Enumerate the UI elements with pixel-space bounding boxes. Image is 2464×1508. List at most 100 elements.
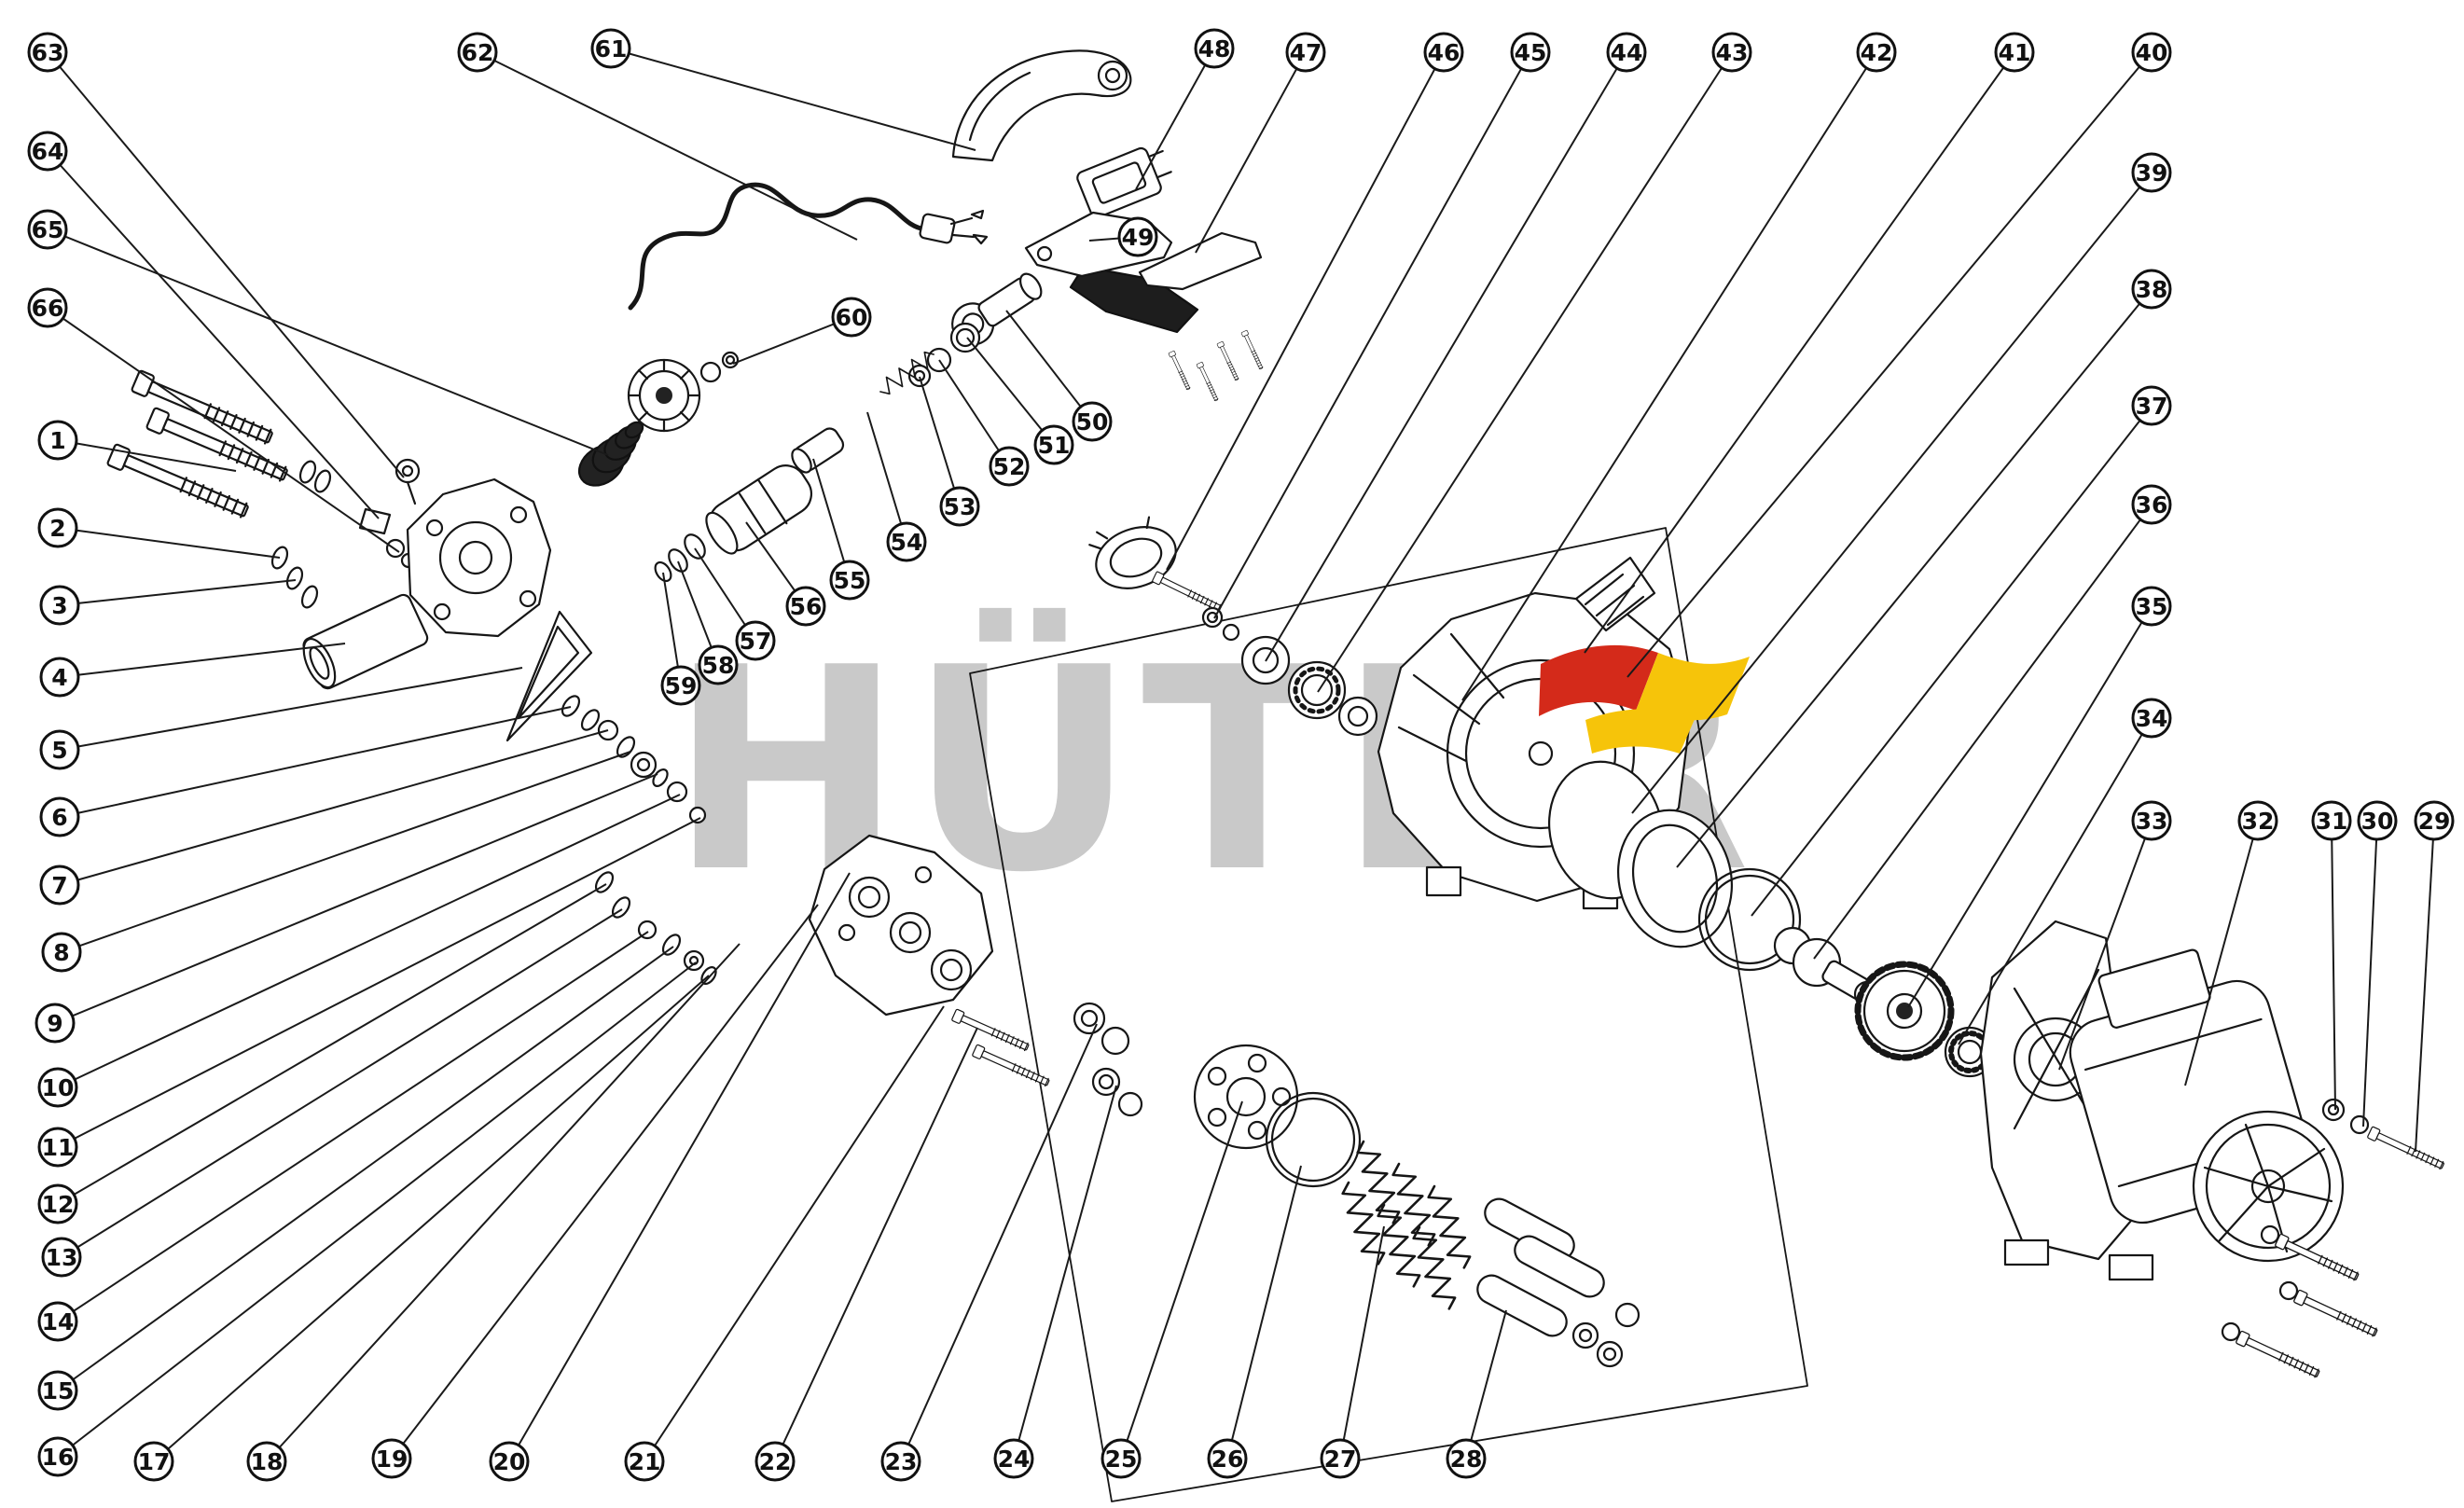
balloon-number-53: 53 — [944, 493, 976, 520]
balloon-24: 24 — [993, 1438, 1034, 1479]
balloon-circle-26 — [1207, 1438, 1248, 1479]
balloon-9: 9 — [35, 1003, 76, 1044]
balloon-number-33: 33 — [2136, 808, 2168, 835]
balloon-number-5: 5 — [51, 737, 67, 764]
balloon-circle-55 — [829, 560, 870, 601]
balloon-circle-3 — [39, 585, 80, 626]
balloon-number-14: 14 — [42, 1308, 75, 1335]
part-cap-washers — [699, 351, 740, 383]
balloon-number-22: 22 — [759, 1448, 792, 1475]
balloon-14: 14 — [37, 1301, 78, 1342]
part-gear — [1854, 961, 1955, 1061]
balloon-number-38: 38 — [2136, 276, 2168, 303]
balloon-13: 13 — [41, 1237, 82, 1278]
leader-line-64 — [47, 150, 380, 519]
balloon-number-13: 13 — [46, 1244, 78, 1271]
balloon-number-56: 56 — [790, 593, 823, 620]
part-output-flange — [1193, 1044, 1299, 1150]
balloon-49: 49 — [1117, 216, 1158, 257]
balloon-7: 7 — [39, 865, 80, 906]
leader-line-26 — [1226, 1165, 1302, 1460]
leader-line-60 — [732, 316, 852, 365]
balloon-circle-19 — [371, 1438, 412, 1479]
leader-line-32 — [2184, 820, 2259, 1086]
balloon-number-17: 17 — [138, 1448, 171, 1475]
leader-line-27 — [1339, 1225, 1385, 1460]
balloon-number-15: 15 — [42, 1377, 75, 1404]
leader-line-9 — [54, 773, 658, 1024]
balloon-16: 16 — [37, 1436, 78, 1477]
balloon-number-63: 63 — [32, 39, 64, 66]
balloon-number-60: 60 — [836, 304, 868, 331]
balloon-circle-9 — [35, 1003, 76, 1044]
balloon-33: 33 — [2131, 800, 2172, 841]
balloon-39: 39 — [2131, 152, 2172, 193]
leader-line-62 — [477, 51, 858, 241]
part-knob — [395, 458, 421, 505]
balloon-circle-42 — [1856, 32, 1897, 73]
balloon-27: 27 — [1320, 1438, 1361, 1479]
leader-line-21 — [644, 1005, 945, 1462]
balloon-number-16: 16 — [42, 1444, 75, 1471]
balloon-number-45: 45 — [1515, 39, 1547, 66]
balloon-45: 45 — [1510, 32, 1551, 73]
leader-line-30 — [2362, 820, 2378, 1128]
balloon-64: 64 — [27, 131, 68, 172]
balloon-number-59: 59 — [665, 672, 698, 699]
leader-line-2 — [57, 527, 281, 559]
balloon-number-31: 31 — [2316, 808, 2348, 835]
balloon-circle-18 — [246, 1441, 287, 1482]
balloon-circle-58 — [698, 644, 739, 685]
leader-line-54 — [866, 411, 907, 543]
balloon-number-44: 44 — [1611, 39, 1643, 66]
balloon-circle-64 — [27, 131, 68, 172]
balloon-number-61: 61 — [595, 35, 628, 62]
leader-line-39 — [1631, 172, 2153, 814]
balloon-29: 29 — [2414, 800, 2455, 841]
balloon-number-30: 30 — [2361, 808, 2394, 835]
balloon-42: 42 — [1856, 32, 1897, 73]
balloon-5: 5 — [39, 729, 80, 770]
balloon-17: 17 — [133, 1441, 174, 1482]
balloon-number-32: 32 — [2242, 808, 2275, 835]
balloon-32: 32 — [2237, 800, 2278, 841]
balloon-circle-61 — [590, 28, 631, 69]
balloon-number-24: 24 — [998, 1446, 1031, 1473]
balloon-48: 48 — [1194, 28, 1235, 69]
balloon-60: 60 — [831, 297, 872, 338]
balloon-number-4: 4 — [51, 664, 67, 691]
part-pump-manifold — [808, 834, 994, 1017]
leader-line-7 — [59, 729, 609, 886]
balloon-circle-56 — [785, 586, 826, 627]
balloon-number-12: 12 — [42, 1191, 75, 1218]
part-pistons — [1476, 1197, 1605, 1337]
leader-line-44 — [1265, 51, 1627, 662]
balloon-61: 61 — [590, 28, 631, 69]
balloon-circle-46 — [1423, 32, 1464, 73]
balloon-number-64: 64 — [32, 138, 64, 165]
leader-line-8 — [61, 751, 631, 953]
leader-line-45 — [1213, 51, 1531, 619]
balloon-circle-11 — [37, 1127, 78, 1168]
part-cam — [1773, 926, 1881, 1008]
balloon-number-54: 54 — [891, 529, 923, 556]
leader-line-15 — [57, 946, 674, 1391]
part-valve-bolts — [950, 1008, 1052, 1089]
balloon-circle-62 — [457, 32, 498, 73]
balloon-51: 51 — [1033, 424, 1074, 465]
balloon-number-50: 50 — [1076, 408, 1109, 436]
leader-line-29 — [2415, 820, 2435, 1153]
balloon-2: 2 — [37, 507, 78, 548]
balloon-31: 31 — [2311, 800, 2352, 841]
balloon-15: 15 — [37, 1370, 78, 1411]
balloon-circle-33 — [2131, 800, 2172, 841]
leader-line-42 — [1461, 51, 1877, 701]
leader-line-23 — [900, 1023, 1098, 1462]
balloon-number-20: 20 — [493, 1448, 526, 1475]
balloon-circle-15 — [37, 1370, 78, 1411]
balloon-43: 43 — [1711, 32, 1752, 73]
balloon-circle-34 — [2131, 698, 2172, 739]
balloon-circle-25 — [1100, 1438, 1142, 1479]
